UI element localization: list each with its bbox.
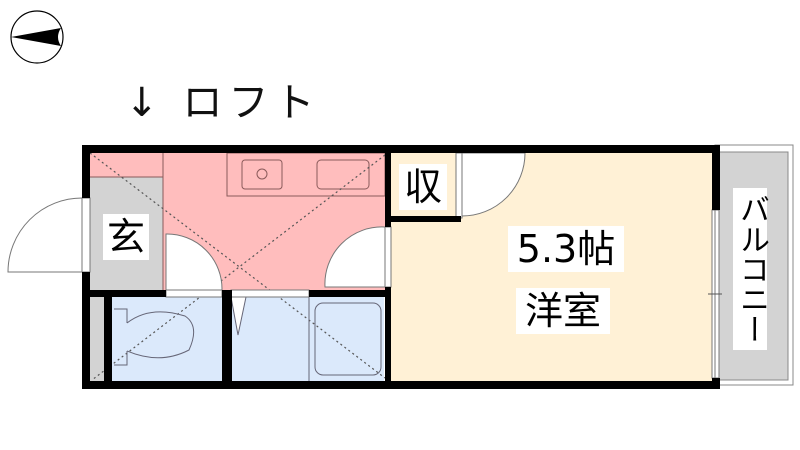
compass-icon (10, 10, 64, 64)
toilet-fixture (114, 308, 195, 366)
door-swings (7, 152, 722, 379)
room-type-label: 洋室 (516, 288, 610, 334)
bathtub-fixture (230, 296, 382, 381)
entrance-label: 玄 (103, 214, 149, 260)
down-arrow-icon: ↓ (125, 80, 165, 126)
loft-label: ロフト (182, 80, 321, 126)
toilet-floor (112, 297, 222, 381)
walls (82, 145, 720, 389)
shoe-area (90, 297, 105, 381)
bath-floor (232, 297, 384, 381)
loft-indicator: ↓ ロフト (125, 70, 321, 128)
storage-label: 収 (399, 164, 447, 210)
balcony-label: バルコニー (733, 188, 769, 350)
room-size-label: 5.3帖 (508, 226, 624, 272)
loft-outline (89, 152, 386, 381)
